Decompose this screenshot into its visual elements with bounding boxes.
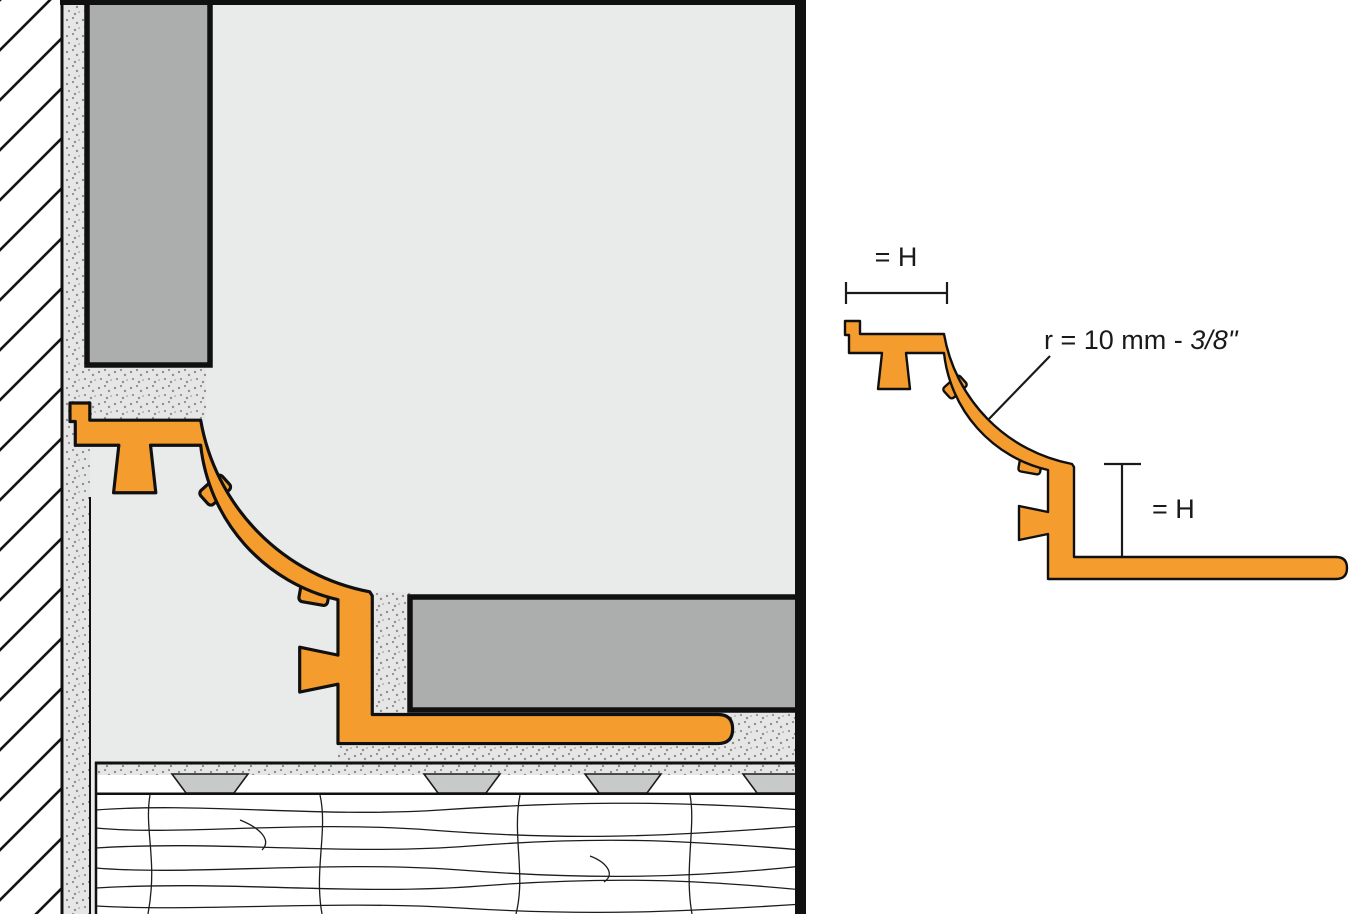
- wood-grain-knot: [589, 855, 610, 883]
- section-frame-line: [795, 0, 806, 914]
- wood-grain-line: [95, 802, 804, 813]
- floor-joint-mortar: [372, 592, 412, 714]
- right-panel-background: [806, 0, 1368, 914]
- wood-grain-line: [515, 794, 521, 914]
- trowel-adhesive-ridge: [583, 773, 663, 794]
- floor-tile: [407, 594, 813, 713]
- trowel-adhesive-ridge: [170, 773, 250, 794]
- radius-leader-line: [987, 355, 1051, 421]
- wood-substrate: [94, 762, 804, 914]
- radius-callout: r = 10 mm - 3/8": [987, 325, 1239, 421]
- wood-grain-knot: [239, 819, 267, 851]
- wood-grain-line: [95, 825, 804, 838]
- wood-grain-line: [318, 794, 324, 914]
- wood-grain-line: [95, 865, 804, 878]
- installation-section: [0, 0, 813, 914]
- height-dimension: = H: [1104, 462, 1195, 556]
- wall-structure-hatching: [0, 0, 62, 914]
- dimension-diagram: = H r = 10 mm - 3/8" = H: [806, 0, 1368, 914]
- wood-grain-line: [95, 839, 804, 851]
- wood-grain-line: [147, 794, 153, 914]
- width-dimension: = H: [844, 242, 949, 304]
- section-top-border: [60, 0, 807, 5]
- radius-label-fraction: 3/8": [1190, 325, 1239, 355]
- wood-grain-line: [95, 879, 804, 891]
- adhesive-layer: [95, 761, 805, 796]
- wood-grain-line: [688, 794, 693, 914]
- trowel-adhesive-ridge: [422, 773, 502, 794]
- radius-label: r = 10 mm - 3/8": [1044, 325, 1239, 355]
- adhesive-bed-strip: [95, 764, 804, 775]
- radius-label-prefix: r = 10 mm -: [1044, 325, 1190, 355]
- width-dimension-label: = H: [875, 242, 918, 272]
- wall-tile: [84, 0, 213, 368]
- wood-background: [95, 795, 804, 914]
- height-dimension-label: = H: [1152, 494, 1195, 524]
